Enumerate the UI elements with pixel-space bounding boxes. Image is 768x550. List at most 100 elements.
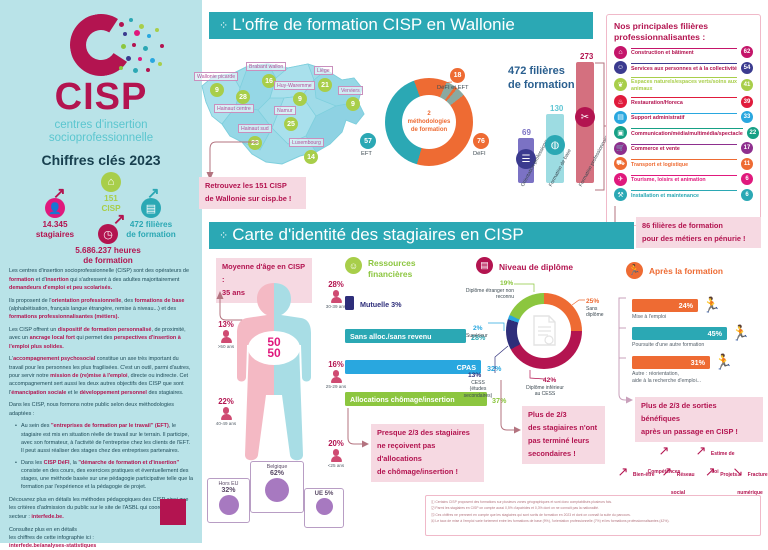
map-callout-arrow (206, 141, 258, 180)
diploma-leader-2 (529, 370, 545, 380)
kpi-heures-label: de formation (83, 256, 133, 266)
filiere-row-restauration[interactable]: ♨ Restauration/Horeca 39 (614, 95, 753, 109)
diploma-leader-4 (488, 322, 505, 331)
intro-paragraph-2: Ils proposent de l'orientation professio… (9, 297, 185, 321)
methodologies-donut-hole: 2 méthodologies de formation (402, 95, 456, 149)
gender-split-bottom: 50 (267, 346, 281, 360)
diploma-icon: ▤ (476, 257, 493, 274)
kpi-heures-value: 5.686.237 heures (75, 246, 141, 256)
qr-code[interactable] (160, 499, 186, 525)
arrow-up-icon: ↗ (695, 443, 707, 458)
finance-pct-cpas: 32% (487, 364, 502, 373)
clock-icon: ◷ (98, 224, 118, 245)
cart-icon: 🛒 (614, 141, 627, 155)
arrow-up-icon: ↗ (53, 185, 66, 203)
filiere-row-support-administratif[interactable]: ▤ Support administratif 33 (614, 110, 753, 124)
document-icon: ▤ (614, 110, 627, 124)
gain-label: Estime de soi (710, 451, 735, 475)
brand-subtitle-line1: centres d'insertion (54, 119, 148, 131)
screen-icon: ▣ (614, 126, 627, 140)
map-label-hainaut-centre: Hainaut centre (214, 104, 254, 113)
apres-callout: Plus de 2/3 de sorties bénéfiques après … (635, 397, 763, 442)
nationality-hors-eu: Hors EU 32% (207, 478, 250, 523)
badge-defi: 76 (473, 133, 489, 149)
kpi-cisp-label: CISP (101, 204, 121, 214)
left-sidebar: CISP centres d'insertion socioprofession… (0, 0, 202, 549)
age-group-40-49: 22% 40-49 ans (210, 397, 242, 426)
diploma-label-superieur: Supérieur (466, 333, 488, 339)
nationality-ue-label: UE 5% (314, 491, 334, 497)
finances-callout-line1: Presque 2/3 des stagiaires (377, 428, 470, 437)
methodology-item-eft: Au sein des "entreprises de formation pa… (15, 422, 193, 455)
filiere-row-construction[interactable]: ⌂ Construction et bâtiment 62 (614, 45, 753, 59)
diploma-leader-1 (572, 299, 585, 306)
section-banner-offre: ⁘ L'offre de formation CISP en Wallonie (209, 12, 593, 39)
apres-pct-autre: 31% (690, 358, 705, 367)
arrow-up-icon: ↗ (661, 464, 673, 479)
apres-callout-line2: après un passage en CISP ! (641, 426, 738, 436)
finances-callout-arrow (347, 408, 369, 448)
filiere-label: Services aux personnes et à la collectiv… (631, 63, 737, 72)
kpi-cisp-value: 151 (104, 194, 118, 204)
penurie-callout-line2: pour des métiers en pénurie ! (642, 233, 746, 243)
filiere-count: 6 (741, 173, 753, 186)
nationality-label: Hors EU (218, 481, 239, 487)
age-pct: 28% (328, 280, 344, 289)
age-label: 40-49 ans (215, 420, 237, 426)
filieres-title-line2: de formation (508, 78, 575, 91)
filiere-row-installation[interactable]: ⚒ Installation et maintenance 6 (614, 188, 753, 202)
map-pin-verviers[interactable]: 9 (346, 97, 360, 111)
filiere-label: Restauration/Horeca (631, 97, 737, 106)
methodology-list: Au sein des "entreprises de formation pa… (15, 422, 193, 491)
orientation-icon: ☰ (516, 149, 536, 169)
kpi-stagiaires-label: stagiaires (35, 230, 75, 240)
apres-bar-formation: 45% (632, 327, 727, 340)
map-pin-liege[interactable]: 21 (318, 78, 332, 92)
filiere-label: Espaces naturels/espaces verts/soins aux… (631, 76, 737, 93)
map-pin-luxembourg[interactable]: 14 (304, 150, 318, 164)
diploma-pct-sans-diplome: 25% (586, 298, 600, 305)
filieres-title: 472 filières de formation (508, 65, 575, 93)
gain-bien-etre: ↗ Bien-être (613, 463, 659, 481)
label-eft: EFT (361, 151, 372, 157)
person-icon: 👤 (45, 198, 65, 219)
filiere-label: Commerce et vente (631, 143, 737, 153)
filiere-row-services[interactable]: ☺ Services aux personnes et à la collect… (614, 61, 753, 75)
map-label-luxembourg: Luxembourg (289, 138, 324, 147)
avg-age-line1: Moyenne d'âge en CISP : (222, 262, 305, 284)
nationality-value: 62% (269, 470, 284, 477)
filieres-title-line1: 472 filières (508, 65, 565, 77)
brand-subtitle-line2: socioprofessionnelle (48, 132, 154, 145)
badge-defi-eft: 18 (450, 68, 465, 83)
map-callout: Retrouvez les 151 CISP de Wallonie sur c… (199, 177, 306, 209)
filiere-row-espaces-naturels[interactable]: ❦ Espaces naturels/espaces verts/soins a… (614, 76, 753, 93)
finances-callout-line2: ne reçoivent pas d'allocations (377, 440, 436, 463)
person-icon (330, 449, 342, 462)
nationality-ue: UE 5% (304, 488, 344, 528)
arrow-down-icon: ↘ (732, 464, 744, 479)
map-pin-wallonie-picarde[interactable]: 9 (210, 83, 224, 97)
filiere-row-commerce[interactable]: 🛒 Commerce et vente 17 (614, 141, 753, 155)
filiere-row-communication[interactable]: ▣ Communication/média/multimédia/spectac… (614, 126, 759, 140)
finance-bar-cpas: CPAS (345, 360, 481, 374)
finances-title-line2: financières (368, 268, 413, 279)
filiere-count: 11 (741, 157, 753, 170)
map-pin-huy-waremme[interactable]: 9 (293, 92, 307, 106)
map-pin-namur[interactable]: 25 (284, 117, 298, 131)
finance-label-sans-alloc: Sans alloc./sans revenu (350, 331, 432, 341)
filiere-row-tourisme[interactable]: ✈ Tourisme, loisirs et animation 6 (614, 172, 753, 186)
map-pin-hainaut-centre[interactable]: 28 (236, 90, 250, 104)
runner-icon: 🏃 (714, 354, 733, 371)
filiere-row-transport[interactable]: ⛟ Transport et logistique 11 (614, 157, 753, 171)
map-pin-hainaut-sud[interactable]: 23 (248, 136, 262, 150)
finance-bar-mutuelle (345, 296, 354, 310)
pro-icon: ✂ (575, 107, 595, 127)
donut-center-line2: méthodologies (407, 118, 451, 125)
diploma-donut-hole (517, 304, 571, 358)
map-pin-brabant-wallon[interactable]: 16 (262, 74, 276, 88)
